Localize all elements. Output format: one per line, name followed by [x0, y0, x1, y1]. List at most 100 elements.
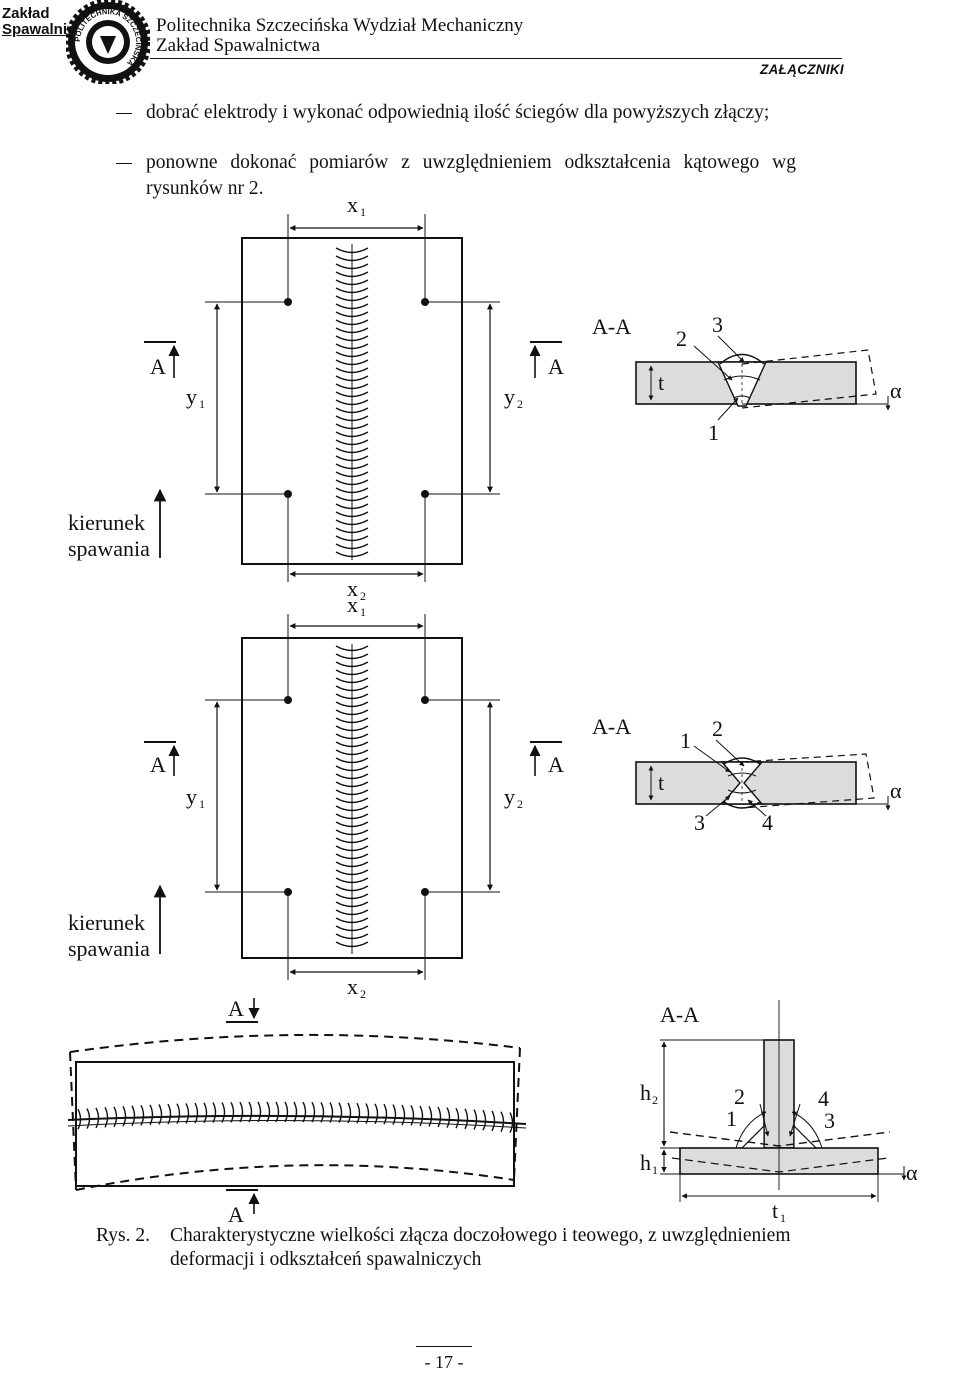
weld-ripple-mark	[176, 1103, 181, 1125]
weld-ripple-mark	[335, 407, 369, 414]
weld-ripple-mark	[419, 1105, 424, 1127]
weld-ripple-mark	[335, 303, 369, 310]
weld-ripple-mark	[335, 741, 369, 748]
weld-ripple-mark	[122, 1105, 127, 1127]
angle-label: α	[890, 378, 902, 403]
pass-label-1: 1	[726, 1106, 737, 1131]
weld-ripple-mark	[335, 717, 369, 724]
weld-ripple-mark	[335, 917, 369, 924]
weld-ripple-mark	[335, 925, 369, 932]
weld-ripple-mark	[335, 415, 369, 422]
dim-x1-label: x	[347, 592, 358, 617]
weld-ripple-mark	[335, 765, 369, 772]
weld-ripple-mark	[335, 645, 369, 652]
dim-t1-label: t	[772, 1198, 778, 1223]
weld-ripple-mark	[335, 543, 369, 550]
weld-ripple-mark	[335, 653, 369, 660]
header-title-line-1: Politechnika Szczecińska Wydział Mechani…	[156, 15, 524, 36]
weld-ripple-mark	[335, 901, 369, 908]
header-title: Politechnika Szczecińska Wydział Mechani…	[156, 16, 523, 56]
weld-ripple-mark	[335, 343, 369, 350]
weld-ripple-mark	[509, 1112, 514, 1133]
bullet-item: dobrać elektrody i wykonać odpowiednią i…	[116, 100, 796, 126]
weld-ripple-mark	[185, 1103, 190, 1124]
weld-ripple-mark	[335, 279, 369, 286]
weld-ripple-mark	[335, 685, 369, 692]
weld-ripple-mark	[335, 805, 369, 812]
weld-ripple-mark	[401, 1104, 406, 1126]
weld-ripple-mark	[86, 1108, 91, 1129]
header-divider	[150, 58, 842, 59]
weld-ripple-mark	[446, 1107, 451, 1128]
weld-ripple-mark	[335, 829, 369, 836]
weld-ripple-mark	[335, 797, 369, 804]
thickness-label: t	[658, 770, 664, 795]
weld-ripple-mark	[311, 1101, 316, 1123]
section-title: A-A	[592, 714, 631, 739]
weld-ripple-mark	[491, 1110, 496, 1132]
dim-x1-subscript: 1	[360, 205, 366, 219]
weld-ripple-mark	[113, 1106, 118, 1128]
weld-ripple-mark	[338, 1102, 343, 1124]
dim-h2-label: h	[640, 1080, 651, 1105]
weld-ripple-mark	[257, 1101, 262, 1123]
section-marker-left: A	[150, 354, 166, 379]
weld-ripple-mark	[194, 1102, 199, 1124]
weld-ripple-mark	[383, 1103, 388, 1125]
logo-line-1: Zakład	[2, 5, 50, 22]
weld-ripple-mark	[239, 1101, 244, 1123]
weld-ripple-mark	[482, 1109, 487, 1131]
weld-ripple-mark	[335, 893, 369, 900]
dim-x2-subscript: 2	[360, 589, 366, 603]
direction-label-line-1: kierunek	[68, 510, 145, 535]
weld-ripple-mark	[437, 1106, 442, 1128]
dim-x1-label: x	[347, 192, 358, 217]
dim-x1-subscript: 1	[360, 605, 366, 619]
weld-ripple-mark	[335, 487, 369, 494]
cross-section-double-v	[635, 739, 891, 817]
bullet-text: ponowne dokonać pomiarów z uwzględnienie…	[146, 152, 796, 199]
weld-ripple-mark	[335, 693, 369, 700]
weld-ripple-mark	[335, 431, 369, 438]
weld-ripple-mark	[335, 551, 369, 558]
weld-ripple-mark	[335, 479, 369, 486]
weld-ripple-mark	[335, 383, 369, 390]
weld-ripple-mark	[335, 669, 369, 676]
weld-ripple-mark	[335, 725, 369, 732]
weld-ripple-mark	[335, 271, 369, 278]
weld-ripple-mark	[335, 733, 369, 740]
weld-ripple-mark	[302, 1101, 307, 1123]
weld-ripple-mark	[77, 1108, 82, 1130]
pass-label-3: 3	[694, 810, 705, 835]
weld-ripple-mark	[335, 813, 369, 820]
pass-label-1: 1	[708, 420, 719, 445]
section-title: A-A	[592, 314, 631, 339]
weld-ripple-mark	[335, 447, 369, 454]
weld-ripple-mark	[335, 535, 369, 542]
page-number: - 17 -	[0, 1346, 888, 1373]
weld-ripple-mark	[266, 1101, 271, 1123]
weld-ripple-mark	[248, 1101, 253, 1123]
weld-ripple-mark	[335, 845, 369, 852]
section-marker-left: A	[150, 752, 166, 777]
weld-ripple-mark	[335, 677, 369, 684]
section-marker-right: A	[548, 752, 564, 777]
weld-ripple-mark	[335, 495, 369, 502]
weld-ripple-mark	[335, 861, 369, 868]
weld-ripple-mark	[335, 311, 369, 318]
weld-ripple-mark	[335, 247, 369, 254]
weld-ripple-mark	[104, 1107, 109, 1128]
weld-ripple-mark	[374, 1103, 379, 1125]
pass-label-2: 2	[734, 1084, 745, 1109]
weld-ripple-mark	[335, 749, 369, 756]
weld-ripple-mark	[335, 837, 369, 844]
direction-label-line-1: kierunek	[68, 910, 145, 935]
direction-label-line-2: spawania	[68, 536, 150, 561]
weld-ripple-mark	[203, 1102, 208, 1124]
weld-ripple-mark	[158, 1104, 163, 1125]
bullet-text: dobrać elektrody i wykonać odpowiednią i…	[146, 102, 770, 123]
dim-y1-subscript: 1	[199, 397, 205, 411]
weld-ripple-mark	[365, 1103, 370, 1124]
dim-h1-label: h	[640, 1150, 651, 1175]
weld-ripple-mark	[335, 463, 369, 470]
